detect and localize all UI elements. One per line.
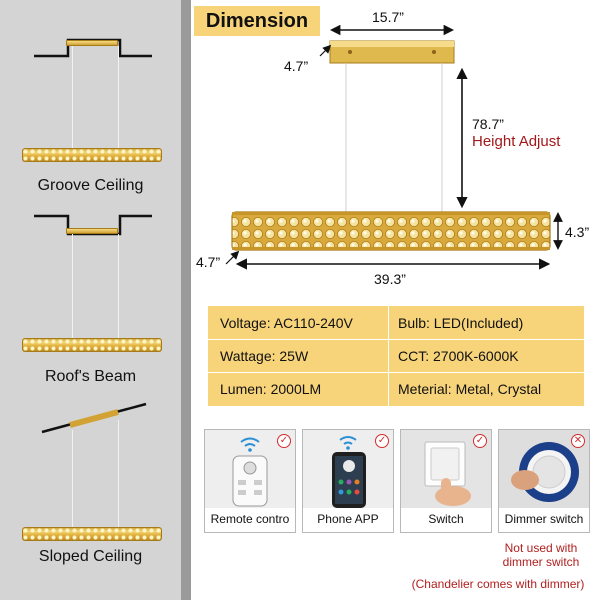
dimmer-knob-icon <box>511 442 579 502</box>
groove-ceiling-label: Groove Ceiling <box>37 177 144 194</box>
body-height-label: 4.3” <box>565 224 590 240</box>
canopy-depth-arrow <box>319 44 332 57</box>
control-label: Remote contro <box>210 512 290 526</box>
roof-beam-label: Roof's Beam <box>44 368 137 385</box>
control-card-switch: ✓ Switch <box>400 429 492 533</box>
supported-check-icon: ✓ <box>473 434 487 448</box>
spec-bulb: Bulb: LED(Included) <box>398 315 524 331</box>
supported-check-icon: ✓ <box>375 434 389 448</box>
sloped-wire-left <box>72 430 73 528</box>
groove-chandelier <box>22 148 162 162</box>
control-card-dimmer-switch: ✕ Dimmer switch <box>498 429 590 533</box>
dimmer-note: Not used with dimmer switch <box>496 541 586 569</box>
hanging-height-label: 78.7” <box>472 116 504 132</box>
dimmer-note-paren: (Chandelier comes with dimmer) <box>411 577 585 591</box>
height-adjust-label: Height Adjust <box>472 133 561 150</box>
dimension-badge: Dimension <box>194 6 320 36</box>
groove-wire-right <box>118 46 119 148</box>
supported-check-icon: ✓ <box>277 434 291 448</box>
canopy-depth-label: 4.7” <box>284 58 309 74</box>
roof-beam-profile-icon <box>34 214 152 236</box>
column-divider <box>181 0 191 600</box>
body-length-label: 39.3” <box>374 271 406 287</box>
phone-app-icon <box>332 436 366 508</box>
roof-beam-chandelier <box>22 338 162 352</box>
sloped-chandelier <box>22 527 162 541</box>
chandelier-body <box>231 211 551 251</box>
canopy-width-label: 15.7” <box>372 9 404 25</box>
body-depth-arrow <box>225 250 240 265</box>
spec-material: Meterial: Metal, Crystal <box>398 381 542 397</box>
roof-beam-wire-left <box>72 234 73 338</box>
sloped-ceiling-profile-icon <box>41 402 147 434</box>
spec-voltage: Voltage: AC110-240V <box>220 315 353 331</box>
control-card-remote: ✓ Remote contro <box>204 429 296 533</box>
roof-beam-wire-right <box>118 234 119 338</box>
spec-wattage: Wattage: 25W <box>220 348 309 364</box>
roof-beam-canopy <box>66 228 118 234</box>
body-depth-label: 4.7” <box>196 254 221 270</box>
dimension-title: Dimension <box>205 10 309 32</box>
dimmer-note-line2: dimmer switch <box>502 555 580 569</box>
not-supported-x-icon: ✕ <box>571 434 585 448</box>
control-label: Switch <box>428 512 464 526</box>
spec-cct: CCT: 2700K-6000K <box>398 348 519 364</box>
spec-lumen: Lumen: 2000LM <box>220 381 322 397</box>
installation-panel: Groove Ceiling Roof's Beam Sloped Ceilin… <box>0 0 181 600</box>
control-card-phone-app: ✓ Phone APP <box>302 429 394 533</box>
spec-table: Voltage: AC110-240V Bulb: LED(Included) … <box>208 306 584 406</box>
groove-wire-left <box>72 46 73 148</box>
dimension-diagram <box>225 24 563 270</box>
sloped-ceiling-label: Sloped Ceiling <box>38 548 143 565</box>
control-label: Phone APP <box>317 512 379 526</box>
wall-switch-icon <box>424 441 471 506</box>
dimmer-note-line1: Not used with <box>504 541 578 555</box>
control-label: Dimmer switch <box>504 512 584 526</box>
remote-control-icon <box>232 437 268 507</box>
groove-canopy <box>66 40 118 46</box>
sloped-wire-right <box>118 420 119 528</box>
